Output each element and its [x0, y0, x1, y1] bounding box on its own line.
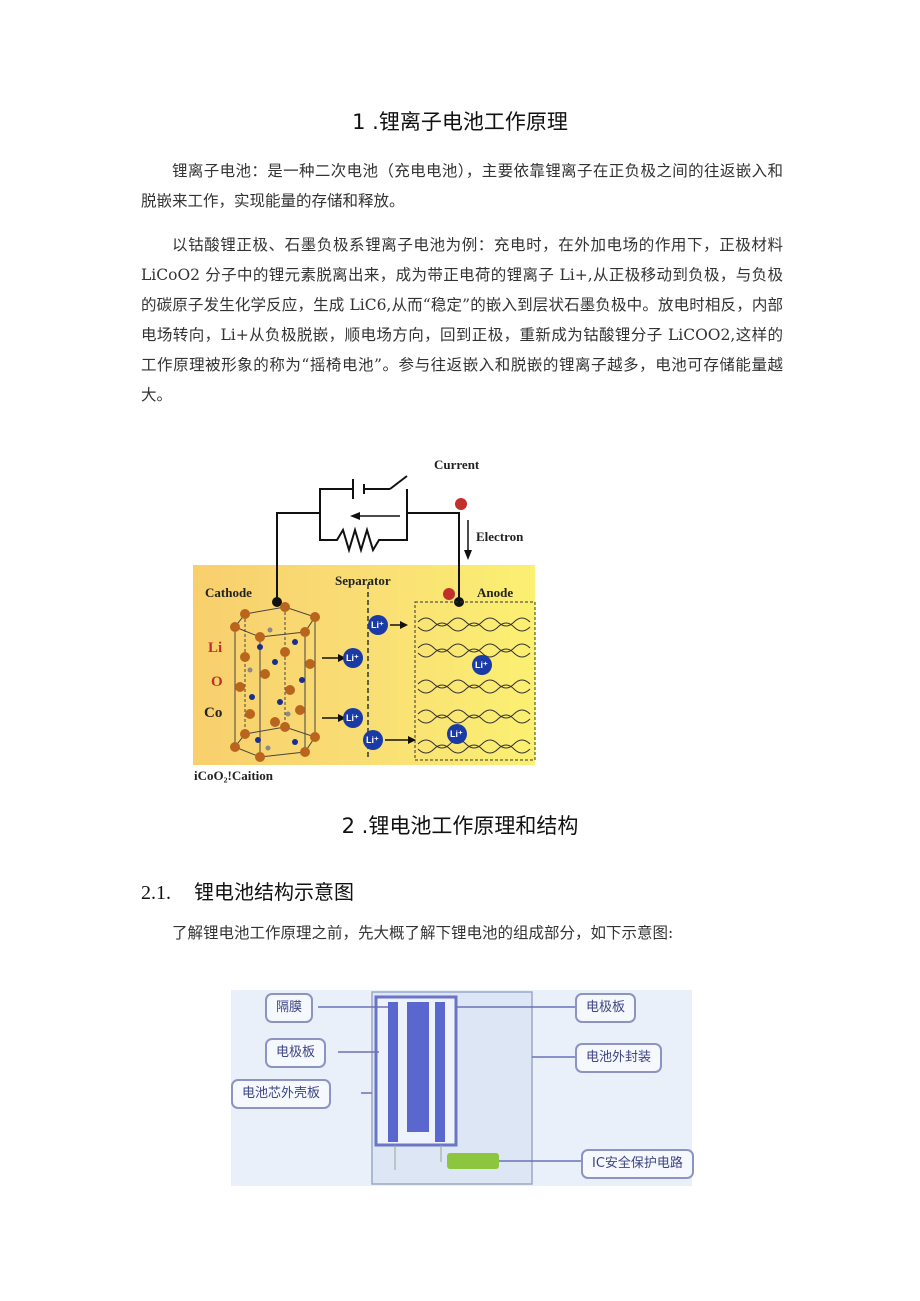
li-ion-battery-figure: Li⁺ Li⁺ Li⁺ Li⁺ Li⁺ Li⁺ Current Electron…	[190, 452, 540, 787]
paragraph-example: 以钴酸锂正极、石墨负极系锂离子电池为例：充电时，在外加电场的作用下，正极材料 L…	[141, 236, 783, 404]
o-atom-label: O	[211, 674, 223, 690]
ic-protection-circuit-tag: IC安全保护电路	[581, 1149, 694, 1179]
separator-label: Separator	[335, 573, 391, 588]
battery-structure-figure: 隔膜 电极板 电池芯外壳板 电极板 电池外封装 IC安全保护电路	[231, 990, 694, 1186]
section-1-heading: 1 .锂离子电池工作原理	[352, 110, 568, 134]
li-ion-label: Li⁺	[450, 729, 463, 739]
li-ion-label: Li⁺	[366, 735, 379, 745]
separator-tag: 隔膜	[265, 993, 314, 1023]
cell-shell-tag: 电池芯外壳板	[231, 1079, 332, 1109]
electron-label: Electron	[476, 529, 524, 544]
electrode-tag-right: 电极板	[575, 993, 637, 1023]
section-2-1-title: 锂电池结构示意图	[194, 880, 354, 904]
section-2-1-number: 2.1.	[141, 882, 171, 904]
section-2-heading: 2 .锂电池工作原理和结构	[341, 814, 579, 838]
section-2-1-heading: 2.1. 锂电池结构示意图	[141, 876, 354, 905]
li-ion-label: Li⁺	[346, 713, 359, 723]
outer-package-tag: 电池外封装	[575, 1043, 663, 1073]
paragraph-definition: 锂离子电池：是一种二次电池（充电电池），主要依靠锂离子在正负极之间的往返嵌入和脱…	[141, 162, 783, 210]
figure-caption: iCoO₂!Caition	[194, 768, 274, 783]
co-atom-label: Co	[204, 705, 223, 721]
li-ion-label: Li⁺	[371, 620, 384, 630]
li-atom-label: Li	[208, 640, 223, 656]
li-ion-label: Li⁺	[346, 653, 359, 663]
anode-label: Anode	[477, 585, 514, 600]
current-label: Current	[434, 457, 480, 472]
circuit-diagram: Li⁺ Li⁺ Li⁺ Li⁺ Li⁺ Li⁺	[230, 475, 536, 762]
electrode-tag-left: 电极板	[265, 1038, 327, 1068]
li-ion-label: Li⁺	[475, 660, 488, 670]
cathode-label: Cathode	[205, 585, 252, 600]
paragraph-structure-intro: 了解锂电池工作原理之前，先大概了解下锂电池的组成部分，如下示意图:	[172, 924, 674, 942]
battery-structure-diagram	[318, 991, 581, 1185]
